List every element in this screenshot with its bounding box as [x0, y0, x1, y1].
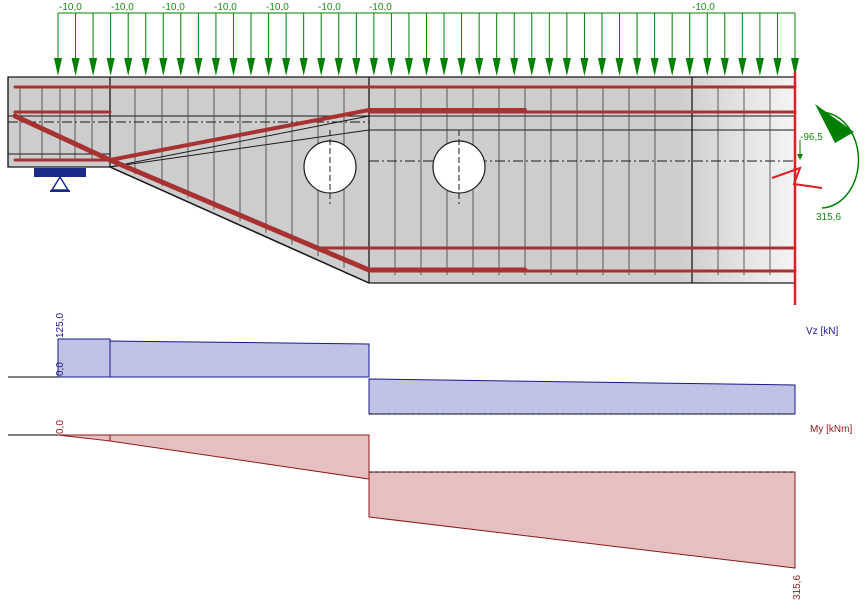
load-arrowhead-icon [492, 58, 501, 76]
moment-area [368, 471, 796, 569]
load-arrows [54, 13, 799, 76]
load-arrowhead-icon [791, 58, 799, 76]
load-arrowhead-icon [334, 58, 343, 76]
moment-unit-label: My [kNm] [810, 424, 852, 435]
moment-value-end-label: 315,6 [792, 575, 803, 600]
load-arrowhead-icon [755, 58, 764, 76]
load-label: -10,0 [692, 2, 715, 13]
load-arrowhead-icon [527, 58, 536, 76]
shear-value-top-label: 125,0 [55, 313, 66, 338]
shear-unit-label: Vz [kN] [806, 326, 838, 337]
load-arrowhead-icon [422, 58, 431, 76]
moment-area [57, 434, 111, 442]
beam-inner-diag [109, 115, 370, 168]
load-arrowhead-icon [194, 58, 203, 76]
shear-arrowhead-icon [797, 154, 803, 160]
load-label: -10,0 [266, 2, 289, 13]
load-arrowhead-icon [106, 58, 115, 76]
load-arrowhead-icon [71, 58, 80, 76]
load-arrowhead-icon [475, 58, 484, 76]
load-arrowhead-icon [597, 58, 606, 76]
beam-concrete [7, 76, 796, 284]
rebar-bent-up [108, 108, 527, 162]
moment-diagram: 0,0 315,6 My [kNm] [8, 420, 852, 600]
load-arrowhead-icon [773, 58, 782, 76]
beam-inner-diag [109, 129, 370, 168]
moment-reaction-label: 315,6 [816, 212, 841, 223]
beam [7, 72, 823, 305]
load-arrowhead-icon [141, 58, 150, 76]
shear-diagram: 125,0 0,0 Vz [kN] [8, 313, 838, 415]
load-arrowhead-icon [282, 58, 291, 76]
load-arrowhead-icon [510, 58, 519, 76]
load-label: -10,0 [214, 2, 237, 13]
load-arrowhead-icon [457, 58, 466, 76]
load-arrowhead-icon [247, 58, 256, 76]
rebars [12, 85, 797, 273]
load-arrowhead-icon [703, 58, 712, 76]
distributed-load: -10,0 -10,0 -10,0 -10,0 -10,0 -10,0 -10,… [54, 2, 799, 76]
load-arrowhead-icon [299, 58, 308, 76]
pin-support [34, 168, 86, 192]
load-arrowhead-icon [229, 58, 238, 76]
load-arrowhead-icon [89, 58, 98, 76]
support-triangle-icon [50, 175, 70, 191]
load-arrowhead-icon [264, 58, 273, 76]
beam-chamfer-top [109, 166, 370, 284]
load-arrowhead-icon [317, 58, 326, 76]
section-cut-zigzag-icon [771, 166, 823, 189]
load-arrowhead-icon [176, 58, 185, 76]
shear-reaction-label: -96,5 [800, 132, 823, 143]
load-arrowhead-icon [211, 58, 220, 76]
reactions: -96,5 315,6 [797, 104, 860, 223]
load-arrowhead-icon [650, 58, 659, 76]
load-arrowhead-icon [633, 58, 642, 76]
load-arrowhead-icon [387, 58, 396, 76]
load-arrowhead-icon [124, 58, 133, 76]
load-label: -10,0 [318, 2, 341, 13]
load-arrowhead-icon [668, 58, 677, 76]
load-arrowhead-icon [545, 58, 554, 76]
load-arrowhead-icon [369, 58, 378, 76]
moment-area [109, 434, 370, 480]
shear-area [109, 340, 370, 378]
load-arrowhead-icon [159, 58, 168, 76]
load-labels: -10,0 -10,0 -10,0 -10,0 -10,0 -10,0 -10,… [59, 2, 715, 13]
load-arrowhead-icon [440, 58, 449, 76]
stirrups [19, 88, 771, 275]
support-plate [34, 168, 86, 177]
load-arrowhead-icon [352, 58, 361, 76]
load-arrowhead-icon [720, 58, 729, 76]
shear-value-zero-label: 0,0 [55, 362, 66, 376]
load-label: -10,0 [111, 2, 134, 13]
moment-arrow-icon [818, 111, 860, 209]
load-label: -10,0 [162, 2, 185, 13]
load-arrowhead-icon [54, 58, 62, 76]
load-arrowhead-icon [615, 58, 624, 76]
load-label: -10,0 [59, 2, 82, 13]
load-arrowhead-icon [580, 58, 589, 76]
shear-area [368, 378, 796, 415]
load-arrowhead-icon [685, 58, 694, 76]
load-arrowhead-icon [562, 58, 571, 76]
moment-arrowhead-icon [815, 104, 854, 143]
load-label: -10,0 [369, 2, 392, 13]
moment-value-zero-label: 0,0 [55, 420, 66, 434]
load-arrowhead-icon [404, 58, 413, 76]
load-arrowhead-icon [738, 58, 747, 76]
